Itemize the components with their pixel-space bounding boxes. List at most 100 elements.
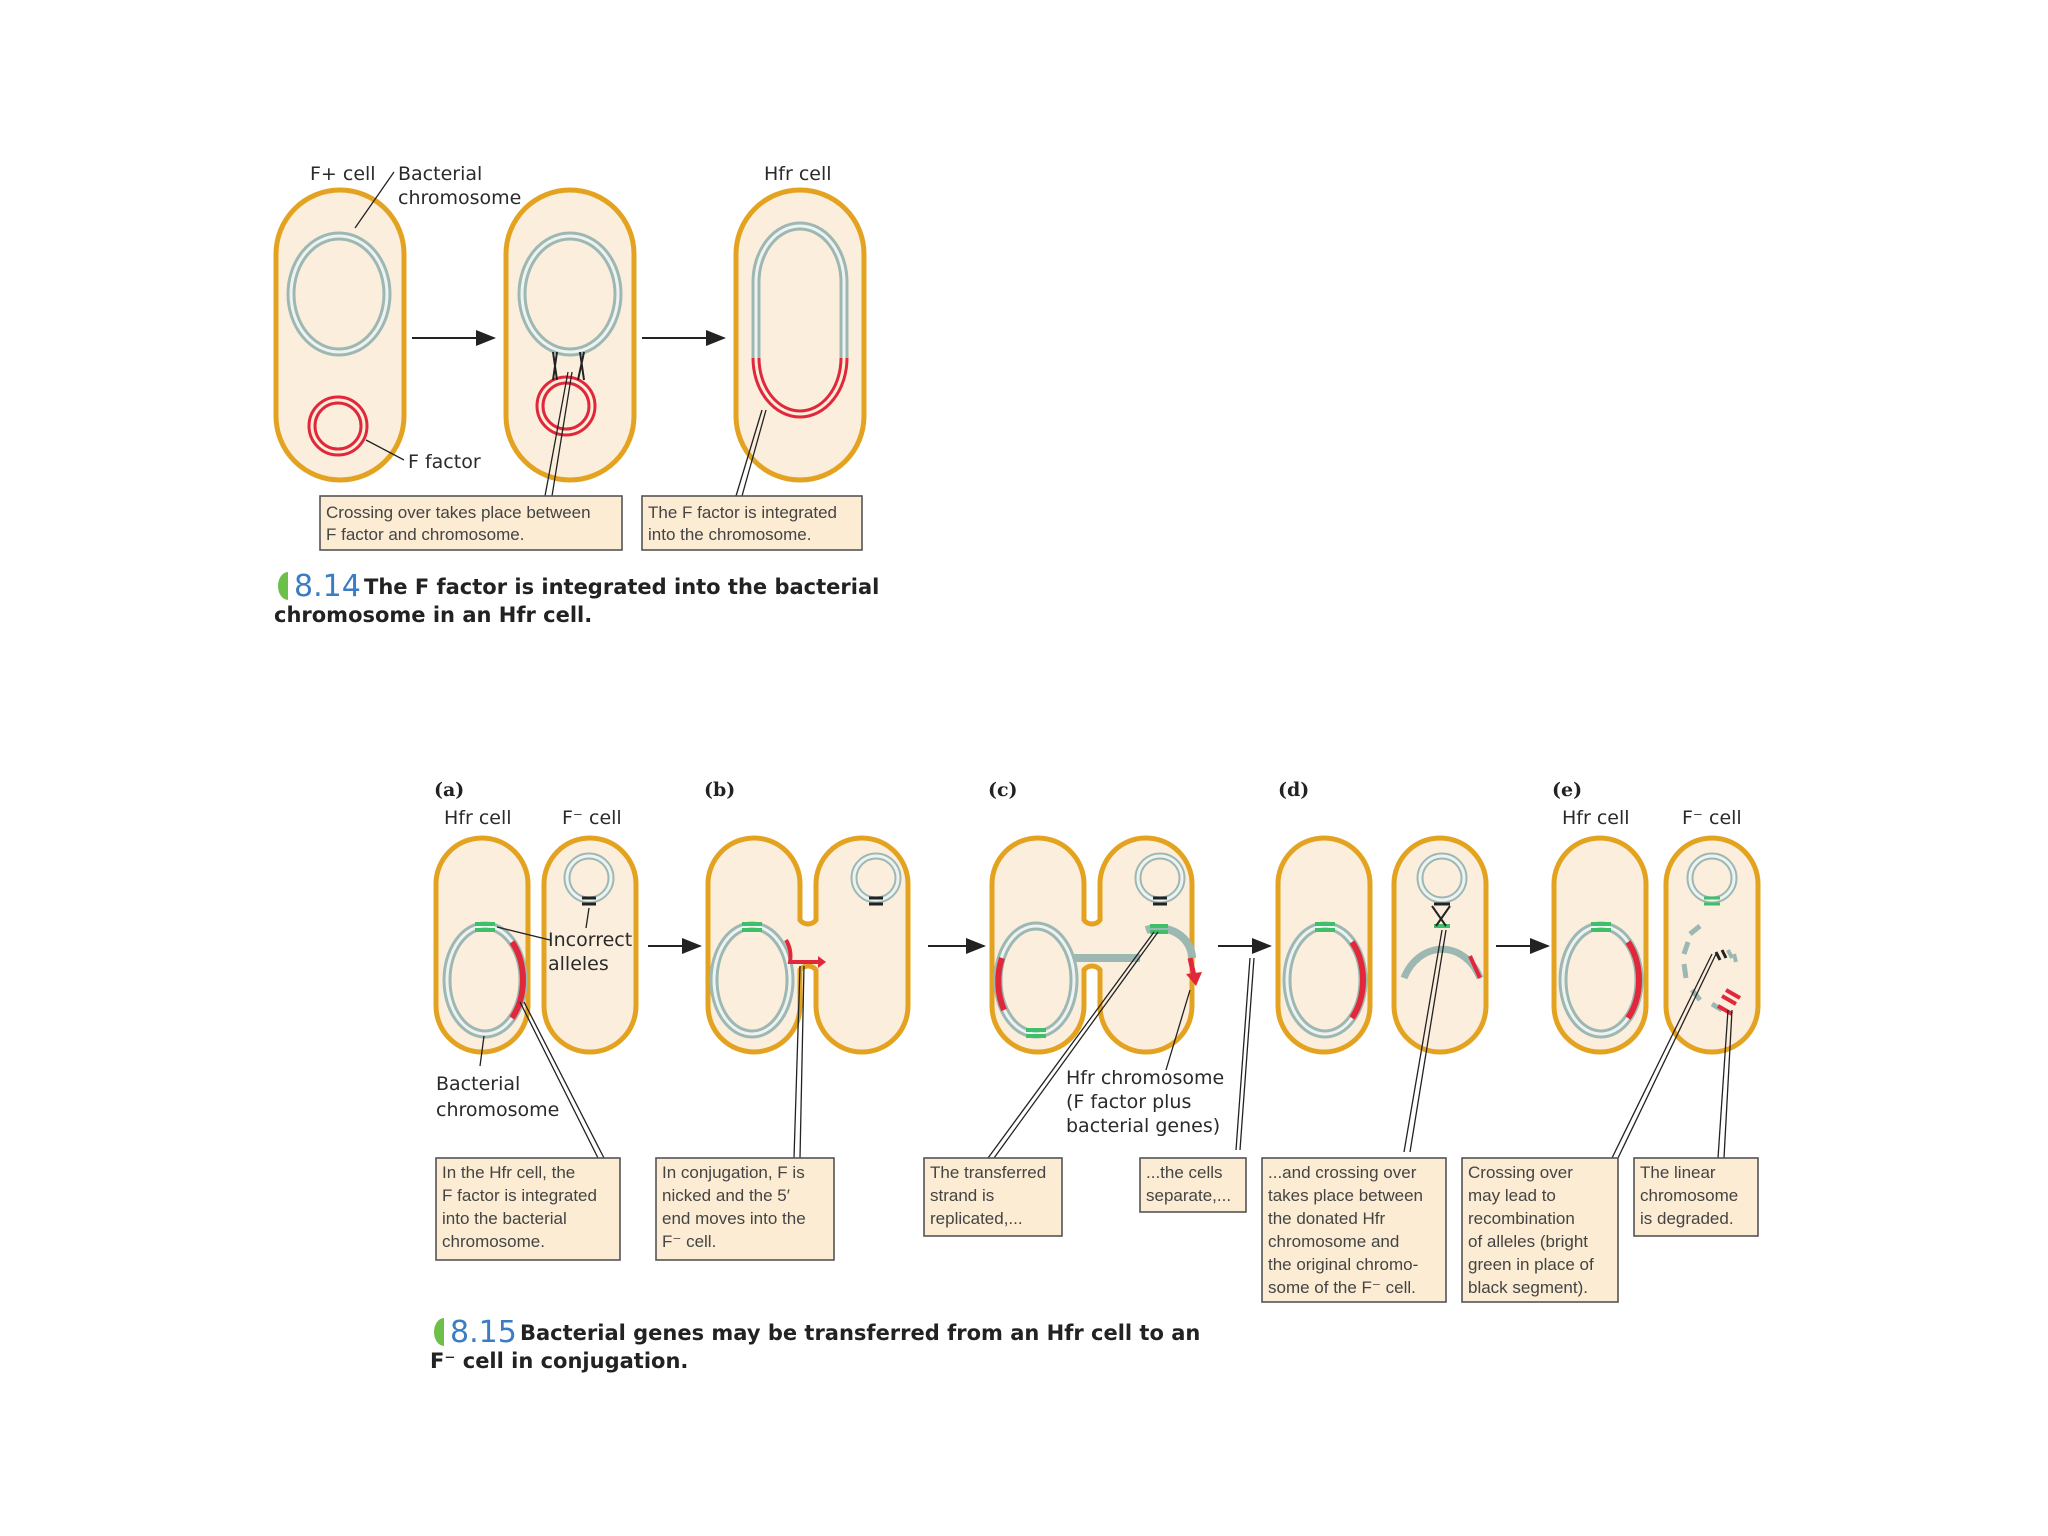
svg-text:separate,...: separate,...	[1146, 1186, 1231, 1205]
label-hfr-cell-e: Hfr cell	[1562, 807, 1630, 829]
label-incorrect: Incorrect	[548, 929, 632, 951]
figure-8-14: F+ cell Bacterial chromosome F factor	[273, 163, 879, 627]
leader-box-b-1	[793, 965, 801, 1159]
caption-2-line-2: F⁻ cell in conjugation.	[430, 1349, 688, 1373]
svg-text:chromosome.: chromosome.	[442, 1232, 545, 1251]
svg-text:The linear: The linear	[1640, 1163, 1716, 1182]
panel-c-cells	[989, 835, 1202, 1055]
note-box-separate: ...the cells separate,...	[1139, 1157, 1247, 1213]
note-box-d: ...and crossing over takes place between…	[1261, 1157, 1447, 1303]
panel-e-cells	[1551, 835, 1761, 1055]
leader-box1-b	[551, 371, 573, 497]
panel-a: (a)	[434, 779, 464, 801]
svg-text:the original chromo-: the original chromo-	[1268, 1255, 1418, 1274]
label-f-factor: F factor	[408, 451, 481, 473]
svg-text:The transferred: The transferred	[930, 1163, 1046, 1182]
note-box-c: The transferred strand is replicated,...	[923, 1157, 1063, 1237]
figure-8-15: (a) (b) (c) (d) (e) Hfr cell F⁻ cell Hfr…	[430, 779, 1761, 1373]
label-fplus-cell: F+ cell	[310, 163, 376, 185]
leader-box-e1-2	[1617, 953, 1717, 1159]
label-fminus-cell-e: F⁻ cell	[1682, 807, 1742, 829]
svg-text:the donated Hfr: the donated Hfr	[1268, 1209, 1386, 1228]
svg-text:The F factor is integrated: The F factor is integrated	[648, 503, 837, 522]
leader-box2-b	[741, 409, 767, 497]
panel-b: (b)	[704, 779, 735, 801]
svg-text:Crossing over: Crossing over	[1468, 1163, 1573, 1182]
svg-text:recombination: recombination	[1468, 1209, 1575, 1228]
leader-incorrect-2	[585, 907, 590, 929]
label-hfr-cell-a: Hfr cell	[444, 807, 512, 829]
leader-box-d-1	[1403, 929, 1443, 1153]
leader-box-a-2	[523, 1001, 605, 1159]
leader-box-c-1	[987, 931, 1155, 1159]
svg-text:green in place of: green in place of	[1468, 1255, 1594, 1274]
svg-text:Crossing over takes place betw: Crossing over takes place between	[326, 503, 591, 522]
svg-text:...and crossing over: ...and crossing over	[1268, 1163, 1417, 1182]
svg-text:strand is: strand is	[930, 1186, 994, 1205]
svg-text:F factor and chromosome.: F factor and chromosome.	[326, 525, 524, 544]
leader-box-c-2	[993, 931, 1159, 1159]
leader-box-e2-1	[1717, 1009, 1729, 1159]
svg-text:replicated,...: replicated,...	[930, 1209, 1023, 1228]
svg-text:In conjugation, F is: In conjugation, F is	[662, 1163, 805, 1182]
svg-text:F factor is integrated: F factor is integrated	[442, 1186, 597, 1205]
label-hfr-chrom-2: (F factor plus	[1066, 1091, 1191, 1113]
svg-text:black segment).: black segment).	[1468, 1278, 1588, 1297]
label-hfr-chrom-3: bacterial genes)	[1066, 1115, 1220, 1137]
panel-c: (c)	[988, 779, 1018, 801]
crossover-cell	[503, 187, 637, 483]
note-box-e1: Crossing over may lead to recombination …	[1461, 1157, 1619, 1303]
label-bacterial: Bacterial	[398, 163, 482, 185]
svg-text:of alleles (bright: of alleles (bright	[1468, 1232, 1588, 1251]
caption-8-15: 8.15 Bacterial genes may be transferred …	[430, 1315, 1200, 1373]
label-bact-chrom-a1: Bacterial	[436, 1073, 520, 1095]
svg-text:may lead to: may lead to	[1468, 1186, 1556, 1205]
leader-box-d-2	[1409, 929, 1447, 1153]
caption-line-1: The F factor is integrated into the bact…	[364, 575, 879, 599]
leader-box-a-1	[519, 1001, 599, 1159]
leader-f-factor	[365, 439, 405, 461]
leader-box-e2-2	[1723, 1009, 1733, 1159]
leader-box-b-2	[799, 965, 805, 1159]
svg-text:F⁻ cell.: F⁻ cell.	[662, 1232, 716, 1251]
leader-hfr-chrom	[1165, 989, 1191, 1071]
caption-2-line-1: Bacterial genes may be transferred from …	[520, 1321, 1200, 1345]
note-box-e2: The linear chromosome is degraded.	[1633, 1157, 1759, 1237]
svg-text:chromosome: chromosome	[1640, 1186, 1738, 1205]
svg-text:nicked and the 5′: nicked and the 5′	[662, 1186, 790, 1205]
label-hfr-chrom-1: Hfr chromosome	[1066, 1067, 1224, 1089]
panel-b-cells	[705, 835, 911, 1055]
label-chromosome: chromosome	[398, 187, 521, 209]
leader-incorrect-1	[496, 926, 551, 941]
label-alleles-text: alleles	[548, 953, 609, 975]
note-box-a: In the Hfr cell, the F factor is integra…	[435, 1157, 621, 1261]
caption-number-2: 8.15	[450, 1315, 517, 1350]
leader-sep-2	[1239, 957, 1255, 1151]
label-hfr-cell: Hfr cell	[764, 163, 832, 185]
svg-text:is degraded.: is degraded.	[1640, 1209, 1734, 1228]
caption-number: 8.14	[294, 569, 361, 604]
label-bact-chrom-a2: chromosome	[436, 1099, 559, 1121]
svg-text:into the chromosome.: into the chromosome.	[648, 525, 811, 544]
leader-sep-1	[1235, 957, 1251, 1151]
svg-text:takes place between: takes place between	[1268, 1186, 1423, 1205]
note-box-b: In conjugation, F is nicked and the 5′ e…	[655, 1157, 835, 1261]
leader-box-e1-1	[1611, 953, 1713, 1159]
leader-bact-chrom	[354, 171, 395, 229]
leader-box1-a	[544, 371, 569, 497]
svg-text:In the Hfr cell, the: In the Hfr cell, the	[442, 1163, 575, 1182]
caption-8-14: 8.14 The F factor is integrated into the…	[274, 569, 879, 627]
fplus-cell	[273, 187, 407, 483]
svg-text:some of the F⁻ cell.: some of the F⁻ cell.	[1268, 1278, 1416, 1297]
caption-line-2: chromosome in an Hfr cell.	[274, 603, 592, 627]
panel-e: (e)	[1552, 779, 1582, 801]
panel-d: (d)	[1278, 779, 1309, 801]
svg-text:into the bacterial: into the bacterial	[442, 1209, 567, 1228]
leader-bact-chrom-a	[479, 1035, 485, 1067]
leader-box2-a	[735, 409, 763, 497]
label-fminus-cell-a: F⁻ cell	[562, 807, 622, 829]
svg-text:chromosome and: chromosome and	[1268, 1232, 1399, 1251]
panel-d-cells	[1275, 835, 1489, 1055]
panel-a-cells	[433, 835, 639, 1055]
